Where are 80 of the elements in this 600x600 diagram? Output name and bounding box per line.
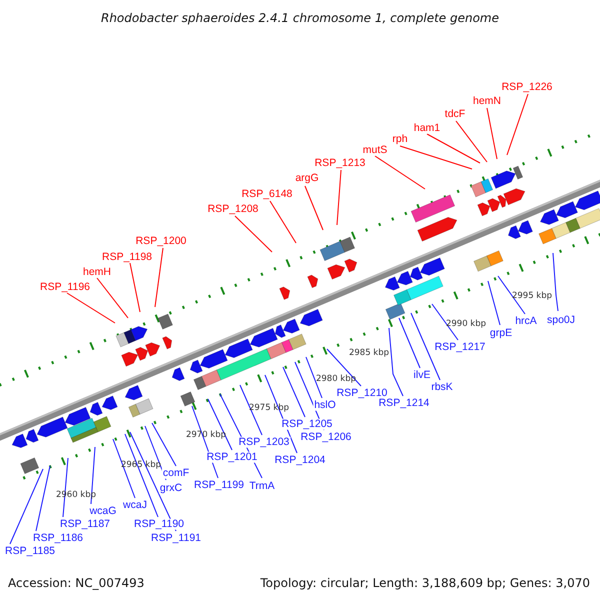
leader-line: [154, 248, 164, 308]
leader-line: [10, 468, 44, 544]
scale-label: 2980 kbp: [316, 374, 356, 384]
scale-label: 2995 kbp: [512, 292, 552, 300]
gene-label: grxC: [158, 482, 184, 494]
gene-label: RSP_1226: [500, 82, 554, 92]
leader-line: [66, 292, 116, 324]
gene-label: hemN: [472, 96, 502, 106]
leader-line: [326, 348, 362, 386]
gene-label: ilvE: [412, 370, 432, 380]
leader-line: [270, 200, 296, 244]
title: Rhodobacter sphaeroides 2.4.1 chromosome 1, complete genome: [100, 11, 500, 25]
gene-label: TrmA: [248, 480, 276, 492]
genome-summary: Topology: circular; Length: 3,188,609 bp; Genes: 3,070: [260, 576, 590, 590]
leader-line: [112, 438, 136, 498]
gene-label: RSP_1185: [4, 546, 56, 556]
leader-line: [62, 458, 68, 518]
gene-label: hrcA: [514, 316, 538, 326]
leader-line: [426, 134, 480, 164]
gene-label: rph: [391, 134, 409, 144]
gene-label: RSP_1200: [134, 236, 188, 246]
gene-label: wcaJ: [122, 500, 148, 510]
leader-line: [152, 422, 176, 466]
gene-label: argG: [294, 172, 320, 184]
gene-label: hemH: [82, 266, 112, 278]
gene-label: RSP_1217: [434, 342, 486, 352]
gene-label: comF: [162, 468, 190, 478]
leader-line: [498, 276, 526, 314]
leader-line: [90, 446, 96, 504]
gene-label: ham1: [412, 122, 442, 134]
leader-line: [488, 280, 500, 326]
leader-line: [410, 312, 440, 380]
leader-line: [96, 278, 128, 318]
gene-label: spo0J: [546, 314, 576, 326]
gene-label: RSP_1199: [193, 480, 245, 490]
leader-line: [456, 120, 488, 162]
gene-label: RSP_1186: [32, 532, 84, 544]
gene-label: mutS: [362, 144, 388, 156]
leader-line: [306, 356, 322, 398]
leader-line: [304, 186, 324, 230]
leader-line: [374, 156, 426, 190]
leader-line: [388, 328, 404, 396]
leader-line: [400, 146, 472, 170]
gene-label: RSP_1213: [314, 158, 366, 168]
gene-label: RSP_1206: [300, 432, 352, 442]
gene-label: rbsK: [430, 382, 454, 392]
gene-label: RSP_1204: [274, 454, 326, 466]
accession-note: Accession: NC_007493: [8, 576, 144, 590]
gene-label: RSP_1190: [133, 518, 185, 530]
gene-label: grpE: [488, 328, 514, 338]
gene-label: RSP_1208: [206, 204, 260, 214]
leader-line: [130, 262, 140, 312]
leader-line: [208, 398, 232, 450]
gene-label: RSP_1205: [280, 418, 334, 430]
gene-label: RSP_1210: [336, 388, 388, 398]
gene-label: wcaG: [88, 506, 118, 516]
leader-line: [336, 170, 342, 226]
gene-label: RSP_6148: [240, 188, 294, 200]
gene-label: RSP_1203: [238, 436, 290, 448]
gene-label: tdcF: [444, 108, 466, 120]
leader-line: [398, 318, 420, 368]
gene-label: RSP_1214: [378, 398, 430, 408]
gene-label: RSP_1196: [39, 282, 91, 292]
gene-label: RSP_1191: [150, 532, 202, 544]
gene-label: RSP_1187: [59, 518, 111, 530]
leader-line: [124, 434, 158, 518]
leader-line: [432, 304, 458, 340]
leader-line: [130, 432, 176, 532]
scale-label: 2990 kbp: [446, 320, 486, 328]
leader-line: [506, 94, 528, 156]
gene-label: RSP_1198: [101, 252, 153, 262]
gene-label: RSP_1201: [206, 452, 258, 462]
leader-line: [282, 366, 306, 418]
scale-label: 2985 kbp: [348, 348, 390, 358]
leader-line: [486, 108, 498, 160]
leader-line: [552, 252, 558, 312]
gene-label: hslO: [313, 400, 337, 410]
leader-line: [240, 384, 262, 436]
leader-line: [36, 466, 50, 532]
leader-line: [234, 216, 272, 252]
